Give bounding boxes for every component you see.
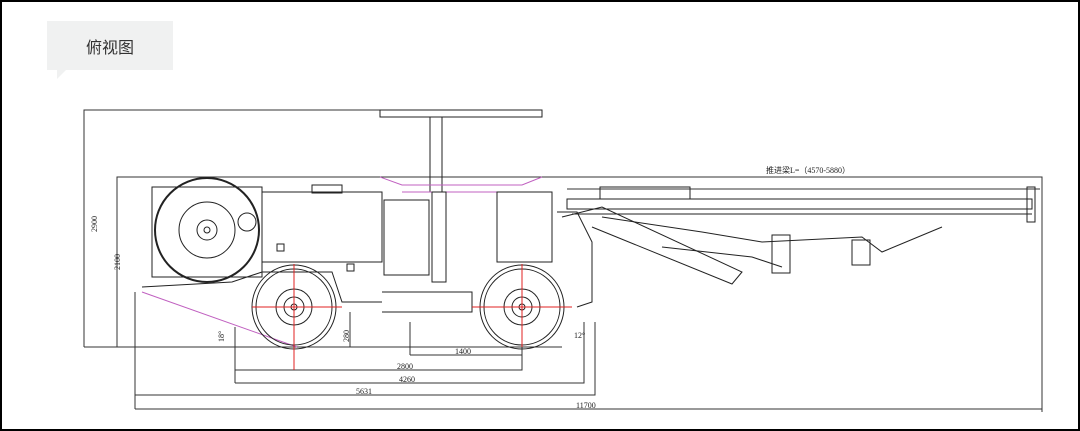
angle-rear: 18° [217, 331, 226, 342]
dim-11700: 11700 [576, 401, 596, 410]
dimension-lines [83, 109, 1043, 412]
view-title-tab: 俯视图 [47, 21, 173, 70]
dim-5631: 5631 [356, 387, 372, 396]
dim-2800: 2800 [397, 362, 413, 371]
rear-wheel [251, 264, 342, 370]
title-tail [57, 70, 66, 79]
dim-1400: 1400 [455, 347, 471, 356]
boom-arm [561, 206, 943, 285]
canopy [379, 109, 543, 193]
dim-2900: 2900 [90, 216, 99, 232]
feed-beam [566, 186, 1036, 223]
dim-2100: 2100 [113, 254, 122, 270]
angle-front: 12° [574, 331, 585, 340]
view-title: 俯视图 [85, 37, 134, 57]
dim-280: 280 [342, 330, 351, 342]
front-wheel [472, 264, 572, 350]
feed-beam-label: 推进梁L=（4570-5880） [766, 165, 850, 175]
front-body [382, 191, 593, 313]
rear-body [141, 177, 383, 348]
dim-4260: 4260 [399, 375, 415, 384]
